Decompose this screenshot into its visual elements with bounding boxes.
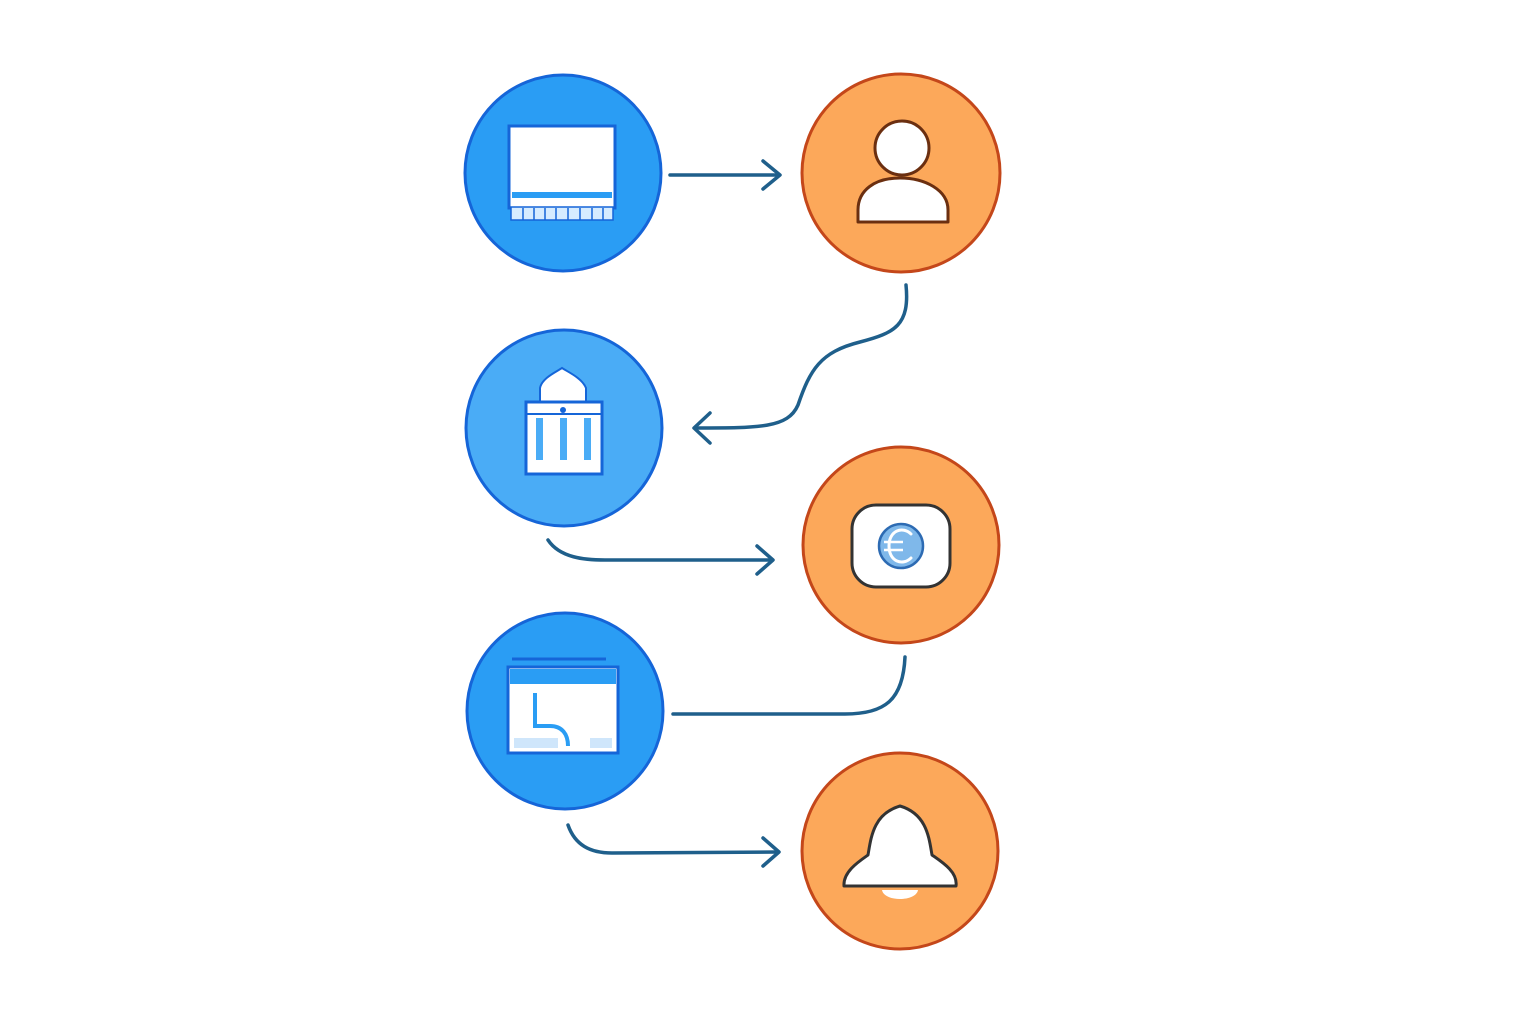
edge-browser-to-notification bbox=[566, 823, 781, 868]
arrowhead bbox=[761, 836, 781, 868]
edge-computer-to-user bbox=[668, 159, 782, 191]
arrowhead bbox=[761, 159, 782, 191]
node-notification bbox=[800, 751, 1000, 951]
monitor-icon bbox=[507, 124, 617, 221]
bell-icon bbox=[842, 804, 958, 899]
node-payment bbox=[801, 445, 1001, 645]
browser-window-icon bbox=[506, 657, 620, 755]
bank-icon bbox=[524, 366, 604, 476]
euro-banknote-icon bbox=[850, 503, 952, 589]
connectors bbox=[546, 159, 909, 868]
user-icon bbox=[856, 119, 950, 224]
arrowhead bbox=[692, 411, 712, 445]
edge-user-to-bank bbox=[692, 283, 909, 445]
node-computer bbox=[463, 73, 663, 273]
edge-payment-to-browser bbox=[671, 655, 907, 716]
node-browser bbox=[465, 611, 665, 811]
edge-bank-to-payment bbox=[546, 538, 775, 576]
arrowhead bbox=[755, 544, 775, 576]
node-user bbox=[800, 72, 1002, 274]
node-bank bbox=[464, 328, 664, 528]
